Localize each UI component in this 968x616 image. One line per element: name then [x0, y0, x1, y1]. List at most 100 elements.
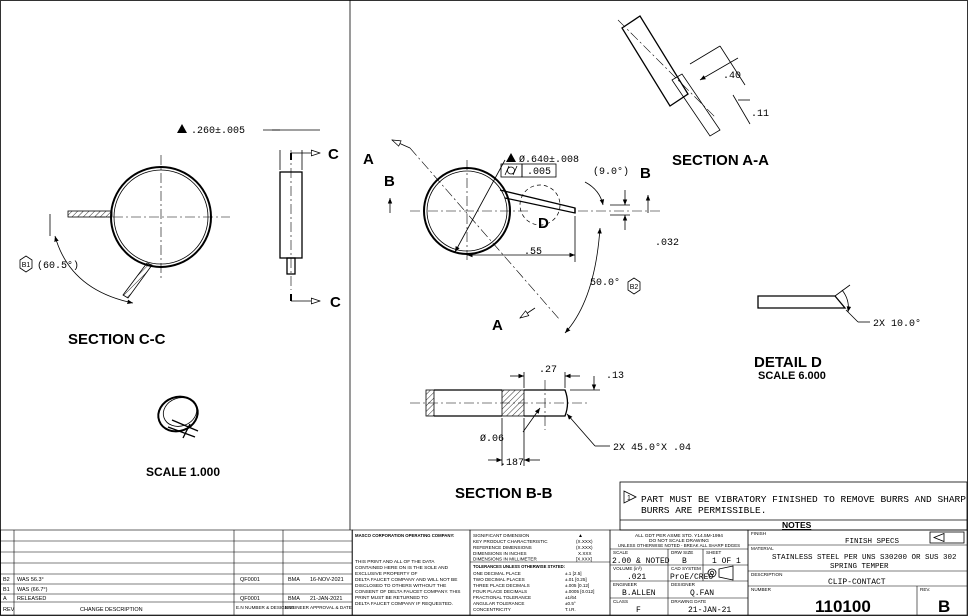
note-1-text: PART MUST BE VIBRATORY FINISHED TO REMOV… [641, 494, 968, 505]
svg-text:(X.XXX): (X.XXX) [576, 545, 593, 550]
dim-55-label: .55 [524, 247, 542, 258]
svg-text:[X.XXX]: [X.XXX] [576, 557, 592, 562]
significant-dim-icon [506, 153, 516, 162]
svg-text:TWO DECIMAL PLACES: TWO DECIMAL PLACES [473, 577, 525, 582]
dim-13-label: .13 [606, 371, 624, 382]
section-cc-view: B1 (60.5°) SECTION C-C [19, 155, 230, 348]
detail-d-marker: D [538, 215, 549, 232]
svg-text:BMA: BMA [288, 596, 300, 602]
svg-text:16-NOV-2021: 16-NOV-2021 [310, 577, 344, 583]
scale-value: 2.00 & NOTED [612, 557, 670, 566]
svg-text:CAD SYSTEM: CAD SYSTEM [671, 566, 701, 571]
cut-a-top-label: A [363, 151, 374, 168]
bb-chamfer-label: 2X 45.0°X .04 [613, 442, 691, 454]
svg-text:DESCRIPTION: DESCRIPTION [751, 572, 782, 577]
svg-text:WAS (66.7°): WAS (66.7°) [17, 587, 48, 593]
svg-text:A: A [3, 596, 7, 602]
svg-text:DELTA FAUCET COMPANY AND WILL: DELTA FAUCET COMPANY AND WILL NOT BE [355, 577, 457, 583]
svg-text:KEY PRODUCT CHARACTERISTIC: KEY PRODUCT CHARACTERISTIC [473, 539, 548, 544]
description-value: CLIP-CONTACT [828, 578, 886, 587]
svg-text:CONCENTRICITY: CONCENTRICITY [473, 607, 511, 612]
svg-text:▲: ▲ [578, 533, 583, 539]
cut-b-right-label: B [640, 165, 651, 182]
svg-text:SIGNIFICANT DIMENSION: SIGNIFICANT DIMENSION [473, 533, 529, 538]
svg-text:±.1 [2.5]: ±.1 [2.5] [565, 571, 582, 576]
note-1-cont: BURRS ARE PERMISSIBLE. [641, 505, 766, 516]
svg-text:THIS PRINT AND ALL OF THE DATA: THIS PRINT AND ALL OF THE DATA [355, 559, 435, 565]
class-value: F [636, 606, 641, 615]
flatness-value: .005 [527, 167, 551, 178]
rev-column-header: REV [3, 607, 15, 613]
dim-187-label: .187 [500, 458, 524, 469]
notes-block: 1 PART MUST BE VIBRATORY FINISHED TO REM… [619, 481, 968, 531]
svg-text:±.0005 [0.012]: ±.0005 [0.012] [565, 589, 594, 594]
svg-text:QF0001: QF0001 [240, 577, 260, 583]
change-description-header: CHANGE DESCRIPTION [80, 607, 143, 613]
revision-letter: B [938, 597, 950, 616]
designer-value: Q.FAN [690, 589, 714, 598]
svg-text:DESIGNER: DESIGNER [671, 582, 696, 587]
svg-text:DIMENSIONS IN MILLIMETER: DIMENSIONS IN MILLIMETER [473, 557, 537, 562]
svg-text:RELEASED: RELEASED [17, 596, 46, 602]
section-aa-view: .40 .11 SECTION A-A [617, 15, 769, 169]
angle-60-5-label: (60.5°) [37, 260, 79, 272]
balloon-b1-icon: B1 [19, 255, 33, 273]
svg-text:CONTAINED HERE ON IS THE SOLE: CONTAINED HERE ON IS THE SOLE AND [355, 565, 449, 571]
svg-text:B1: B1 [3, 587, 10, 593]
drawing-date-value: 21-JAN-21 [688, 606, 731, 615]
dim-032-label: .032 [655, 238, 679, 249]
svg-text:1: 1 [627, 495, 631, 502]
angle-50-label: 50.0° [590, 277, 620, 289]
main-front-view: D A A B B Ø.640±.008 .005 (9.0°) .55 [363, 140, 679, 334]
svg-text:REV.: REV. [920, 587, 930, 592]
svg-text:DRW SIZE: DRW SIZE [671, 550, 693, 555]
svg-text:±0.5°: ±0.5° [565, 601, 576, 606]
svg-text:DELTA FAUCET COMPANY IF REQUES: DELTA FAUCET COMPANY IF REQUESTED. [355, 601, 453, 607]
cut-c-top-label: C [328, 146, 339, 163]
svg-text:DISCLOSED TO OTHERS WITHOUT TH: DISCLOSED TO OTHERS WITHOUT THE [355, 583, 446, 589]
dim-06-label: Ø.06 [480, 433, 504, 445]
svg-text:REFERENCE DIMENSIONS: REFERENCE DIMENSIONS [473, 545, 532, 550]
finish-value: FINISH SPECS [845, 538, 900, 546]
svg-text:ENGINEER APPROVAL & DATE: ENGINEER APPROVAL & DATE [285, 605, 352, 610]
svg-text:UNLESS OTHERWISE NOTED - BREAK: UNLESS OTHERWISE NOTED - BREAK ALL SHARP… [618, 543, 740, 548]
svg-text:ALL GDT PER ASME STD. Y14.5M-1: ALL GDT PER ASME STD. Y14.5M-1994 [635, 533, 723, 539]
cut-b-left-label: B [384, 173, 395, 190]
section-bb-title: SECTION B-B [455, 485, 553, 502]
svg-text:BMA: BMA [288, 577, 300, 583]
svg-text:±.005 [0.12]: ±.005 [0.12] [565, 583, 589, 588]
svg-text:21-JAN-2021: 21-JAN-2021 [310, 596, 342, 602]
iso-scale-label: SCALE 1.000 [146, 465, 220, 479]
svg-text:B1: B1 [22, 262, 31, 269]
svg-text:PRINT MUST BE RETURNED TO: PRINT MUST BE RETURNED TO [355, 595, 428, 601]
svg-text:EXCLUSIVE PROPERTY OF: EXCLUSIVE PROPERTY OF [355, 571, 418, 577]
svg-text:CONSENT OF DELTA FAUCET COMPAN: CONSENT OF DELTA FAUCET COMPANY. THIS [355, 589, 460, 595]
svg-text:FOUR PLACE DECIMALS: FOUR PLACE DECIMALS [473, 589, 527, 594]
section-cc-title: SECTION C-C [68, 331, 166, 348]
svg-text:TOLERANCES UNLESS OTHERWISE ST: TOLERANCES UNLESS OTHERWISE STATED: [473, 564, 565, 569]
svg-text:T.I.R.: T.I.R. [565, 607, 576, 612]
projection-symbol-icon [707, 565, 734, 581]
sheet-value: 1 OF 1 [712, 557, 741, 566]
tab-angle-label: (9.0°) [593, 166, 629, 178]
svg-text:ONE DECIMAL PLACE: ONE DECIMAL PLACE [473, 571, 521, 576]
dim-27-label: .27 [539, 365, 557, 376]
svg-text:B2: B2 [3, 577, 10, 583]
side-view-cc: .260±.005 C C [177, 124, 341, 311]
svg-text:FRACTIONAL TOLERANCE: FRACTIONAL TOLERANCE [473, 595, 531, 600]
dim-40-label: .40 [723, 71, 741, 82]
section-bb-view: .27 .13 Ø.06 .187 2X 45.0°X .04 SECTION … [410, 365, 691, 502]
engineer-value: B.ALLEN [622, 589, 656, 598]
svg-text:(X.XXX): (X.XXX) [576, 539, 593, 544]
svg-text:DIMENSIONS IN INCHES: DIMENSIONS IN INCHES [473, 551, 527, 556]
svg-text:±.01 [0.25]: ±.01 [0.25] [565, 577, 587, 582]
tolerance-block: SIGNIFICANT DIMENSION ▲ KEY PRODUCT CHAR… [469, 529, 611, 616]
notes-header: NOTES [782, 520, 812, 530]
iso-view: SCALE 1.000 [146, 395, 220, 479]
svg-text:±1/64: ±1/64 [565, 595, 577, 600]
title-block-main: FINISH FINISH SPECS MATERIAL STAINLESS S… [747, 529, 968, 616]
svg-text:DRAWING DATE: DRAWING DATE [671, 599, 706, 604]
svg-text:THREE PLACE DECIMALS: THREE PLACE DECIMALS [473, 583, 530, 588]
svg-text:CLASS: CLASS [613, 599, 628, 604]
detail-d-scale: SCALE 6.000 [758, 370, 826, 382]
